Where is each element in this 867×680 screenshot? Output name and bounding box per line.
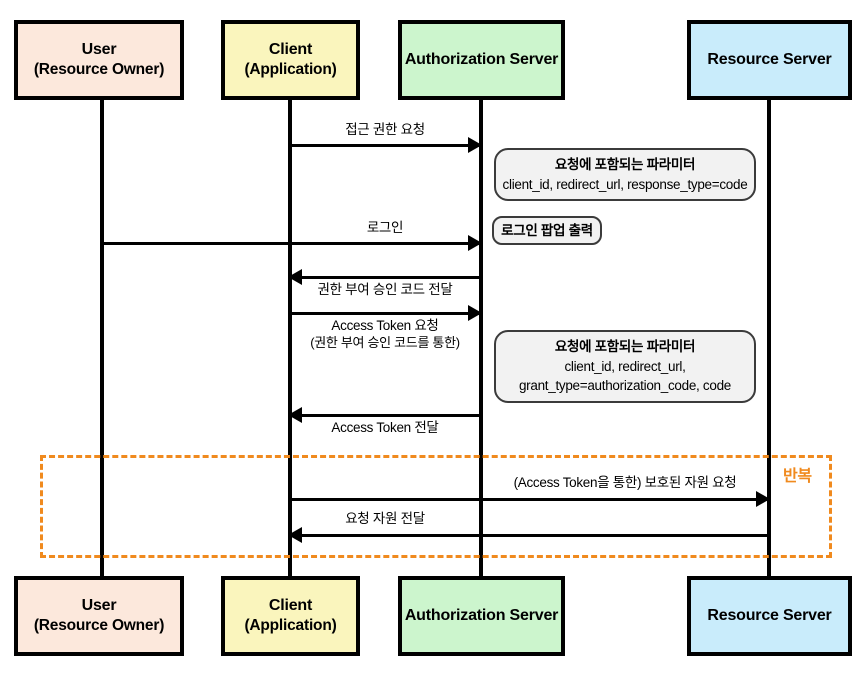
message-line-m7 xyxy=(292,534,768,537)
loop-frame-repeat xyxy=(40,455,832,558)
actor-label-client-line2: (Application) xyxy=(244,61,337,79)
actor-label-resource-server-bottom-line1: Resource Server xyxy=(707,607,832,625)
message-arrowhead-m4 xyxy=(468,305,482,321)
actor-label-client-bottom-line2: (Application) xyxy=(244,617,337,635)
note-n3-head: 요청에 포함되는 파라미터 xyxy=(554,339,696,355)
actor-box-user-bottom: User (Resource Owner) xyxy=(14,576,184,656)
note-n3-line1: client_id, redirect_url, xyxy=(564,358,686,374)
actor-box-client-bottom: Client (Application) xyxy=(221,576,360,656)
note-n3-line2: grant_type=authorization_code, code xyxy=(518,378,732,394)
message-label-m2: 로그인 xyxy=(366,220,404,235)
message-label-m4-sub: (권한 부여 승인 코드를 통한) xyxy=(310,334,460,350)
message-label-m3: 권한 부여 승인 코드 전달 xyxy=(317,282,453,297)
actor-label-auth-server-line1: Authorization Server xyxy=(404,51,559,69)
lifeline-auth-server xyxy=(479,100,483,576)
actor-box-client-top: Client (Application) xyxy=(221,20,360,100)
actor-box-auth-server-bottom: Authorization Server xyxy=(398,576,565,656)
note-n1-line1: client_id, redirect_url, response_type=c… xyxy=(502,176,748,192)
note-n1-head: 요청에 포함되는 파라미터 xyxy=(554,156,696,172)
message-label-m4: Access Token 요청 (권한 부여 승인 코드를 통한) xyxy=(288,318,482,351)
message-line-m4 xyxy=(290,312,480,315)
message-arrowhead-m2 xyxy=(468,235,482,251)
actor-box-resource-server-top: Resource Server xyxy=(687,20,852,100)
actor-label-user-line2: (Resource Owner) xyxy=(33,61,165,79)
message-arrowhead-m6 xyxy=(756,491,770,507)
actor-label-resource-server-line1: Resource Server xyxy=(707,51,832,69)
note-auth-request-params: 요청에 포함되는 파라미터 client_id, redirect_url, r… xyxy=(494,148,756,201)
lifeline-resource-server xyxy=(767,100,771,576)
message-label-m6: (Access Token을 통한) 보호된 자원 요청 xyxy=(513,475,737,490)
message-arrowhead-m1 xyxy=(468,137,482,153)
actor-label-user-bottom-line2: (Resource Owner) xyxy=(33,617,165,635)
note-token-request-params: 요청에 포함되는 파라미터 client_id, redirect_url, g… xyxy=(494,330,756,403)
lifeline-client xyxy=(288,100,292,576)
actor-box-auth-server-top: Authorization Server xyxy=(398,20,565,100)
message-label-m5: Access Token 전달 xyxy=(331,420,439,435)
message-label-m7: 요청 자원 전달 xyxy=(345,511,425,526)
note-n2-head: 로그인 팝업 출력 xyxy=(501,222,593,238)
message-line-m3 xyxy=(292,276,480,279)
actor-label-user-bottom-line1: User xyxy=(81,596,117,614)
message-label-m1: 접근 권한 요청 xyxy=(345,122,425,137)
message-line-m2 xyxy=(102,242,480,245)
message-line-m6 xyxy=(290,498,768,501)
loop-label-repeat: 반복 xyxy=(783,468,812,485)
actor-box-user-top: User (Resource Owner) xyxy=(14,20,184,100)
message-line-m1 xyxy=(290,144,480,147)
actor-box-resource-server-bottom: Resource Server xyxy=(687,576,852,656)
note-login-popup: 로그인 팝업 출력 xyxy=(492,216,602,245)
message-arrowhead-m3 xyxy=(288,269,302,285)
lifeline-user xyxy=(100,100,104,576)
message-arrowhead-m5 xyxy=(288,407,302,423)
actor-label-auth-server-bottom-line1: Authorization Server xyxy=(404,607,559,625)
actor-label-client-line1: Client xyxy=(268,40,313,58)
actor-label-client-bottom-line1: Client xyxy=(268,596,313,614)
message-label-m4-main: Access Token 요청 xyxy=(331,318,439,333)
actor-label-user-line1: User xyxy=(81,40,117,58)
message-line-m5 xyxy=(292,414,480,417)
message-arrowhead-m7 xyxy=(288,527,302,543)
